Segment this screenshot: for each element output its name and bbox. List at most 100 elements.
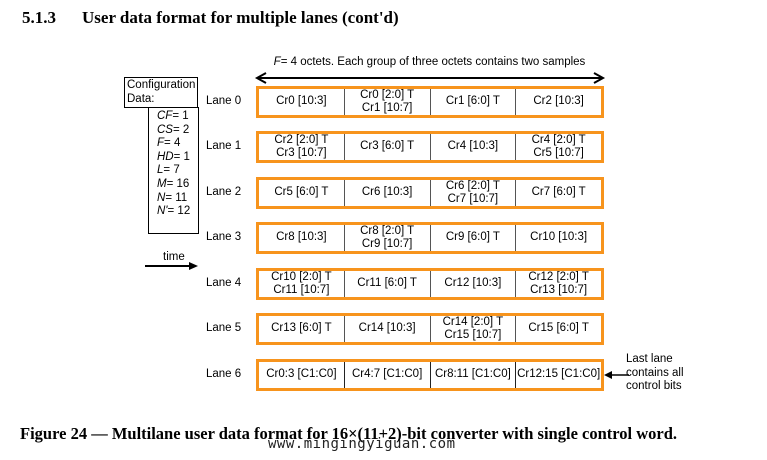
octet-line: Cr5 [10:7] xyxy=(533,147,584,159)
octet-param: F xyxy=(273,56,281,68)
time-label: time xyxy=(163,251,185,263)
config-param: CS= 2 xyxy=(157,123,190,136)
last-lane-note: Last lane contains all control bits xyxy=(626,353,684,392)
lane-label: Lane 3 xyxy=(206,231,242,243)
config-param: CF= 1 xyxy=(157,110,189,122)
octet-line: Cr11 [10:7] xyxy=(273,284,330,296)
octet-line: Cr0 [2:0] T xyxy=(360,88,415,101)
octet-line: Cr14 [10:3] xyxy=(358,322,416,335)
octet-cell: Cr3 [6:0] T xyxy=(345,134,431,160)
lane-label: Lane 4 xyxy=(206,277,242,289)
octet-line: Cr6 [10:3] xyxy=(361,186,413,199)
octet-line: Cr0:3 [C1:C0] xyxy=(266,368,337,381)
octet-cell: Cr8 [10:3] xyxy=(259,225,345,251)
octet-cell: Cr10 [10:3] xyxy=(516,225,601,251)
octet-cell: Cr4 [10:3] xyxy=(431,134,517,160)
octet-line: Cr14 [2:0] T xyxy=(442,315,504,328)
config-param: F= 4 xyxy=(157,137,181,150)
octet-line: Cr8:11 [C1:C0] xyxy=(434,368,511,381)
octet-line: Cr3 [10:7] xyxy=(276,147,327,159)
octet-cell: Cr0 [10:3] xyxy=(259,89,345,115)
octet-line: Cr11 [6:0] T xyxy=(357,277,417,290)
octet-span-text: = 4 octets. Each group of three octets c… xyxy=(280,56,586,68)
octet-cell: Cr12:15 [C1:C0] xyxy=(516,362,601,388)
octet-line: Cr9 [10:7] xyxy=(361,238,413,250)
octet-line: Cr13 [10:7] xyxy=(530,284,588,296)
octet-line: Cr1 [10:7] xyxy=(361,102,413,114)
lane-label: Lane 2 xyxy=(206,186,242,198)
octet-line: Cr15 [10:7] xyxy=(444,329,502,341)
config-param: N= 11 xyxy=(157,191,188,204)
octet-line: Cr13 [6:0] T xyxy=(271,322,332,335)
left-arrow-icon xyxy=(604,371,629,379)
config-param: N'= 12 xyxy=(157,205,191,218)
octet-line: Cr4 [10:3] xyxy=(447,140,499,153)
octet-cell: Cr2 [10:3] xyxy=(516,89,601,115)
section-title: User data format for multiple lanes (con… xyxy=(82,8,399,27)
octet-cell: Cr5 [6:0] T xyxy=(259,180,345,206)
octet-cell: Cr8:11 [C1:C0] xyxy=(431,362,517,388)
config-param: HD= 1 xyxy=(157,150,190,163)
octet-line: Cr8 [10:3] xyxy=(276,231,327,244)
watermark: www.mingingyiguan.com xyxy=(268,436,456,452)
octet-cell: Cr7 [6:0] T xyxy=(516,180,601,206)
octet-line: Cr15 [6:0] T xyxy=(528,322,589,335)
octet-line: Cr8 [2:0] T xyxy=(360,224,415,237)
octet-span-label: F= 4 octets. Each group of three octets … xyxy=(252,56,607,68)
octet-cell: Cr11 [6:0] T xyxy=(345,271,431,297)
figure-caption: Figure 24 — Multilane user data format f… xyxy=(20,424,678,443)
double-arrow-icon xyxy=(254,72,606,84)
octet-cell: Cr13 [6:0] T xyxy=(259,316,345,342)
octet-cell: Cr6 [10:3] xyxy=(345,180,431,206)
octet-line: Cr12 [2:0] T xyxy=(528,270,589,283)
time-arrow-icon xyxy=(145,262,198,270)
octet-line: Cr7 [6:0] T xyxy=(531,186,586,199)
octet-line: Cr10 [10:3] xyxy=(530,231,588,244)
octet-line: Cr2 [10:3] xyxy=(533,95,584,108)
octet-line: Cr2 [2:0] T xyxy=(274,133,329,146)
octet-line: Cr0 [10:3] xyxy=(276,95,327,108)
octet-line: Cr12:15 [C1:C0] xyxy=(517,368,601,381)
lane-label: Lane 0 xyxy=(206,95,242,107)
octet-cell: Cr4:7 [C1:C0] xyxy=(345,362,431,388)
configuration-params: CF= 1 CS= 2 F= 4 HD= 1 L= 7 M= 16 N= 11 … xyxy=(148,107,199,234)
octet-line: Cr10 [2:0] T xyxy=(271,270,332,283)
configuration-header: Configuration Data: xyxy=(124,77,198,108)
lane-6-octets: Cr0:3 [C1:C0] Cr4:7 [C1:C0] Cr8:11 [C1:C0]… xyxy=(256,359,604,391)
octet-cell: Cr1 [6:0] T xyxy=(431,89,517,115)
octet-line: Cr9 [6:0] T xyxy=(445,231,500,244)
octet-cell: Cr15 [6:0] T xyxy=(516,316,601,342)
octet-cell: Cr9 [6:0] T xyxy=(431,225,517,251)
octet-line: Cr4:7 [C1:C0] xyxy=(351,368,423,381)
octet-line: Cr7 [10:7] xyxy=(447,193,499,205)
config-param: L= 7 xyxy=(157,164,180,177)
octet-cell: Cr14 [10:3] xyxy=(345,316,431,342)
octet-line: Cr5 [6:0] T xyxy=(274,186,329,199)
octet-line: Cr6 [2:0] T xyxy=(445,179,500,192)
octet-line: Cr1 [6:0] T xyxy=(445,95,500,108)
lane-label: Lane 5 xyxy=(206,322,242,334)
octet-line: Cr3 [6:0] T xyxy=(360,140,415,153)
lane-label: Lane 6 xyxy=(206,368,242,380)
config-param: M= 16 xyxy=(157,177,190,190)
lane-label: Lane 1 xyxy=(206,140,242,152)
octet-cell: Cr12 [10:3] xyxy=(431,271,517,297)
section-number: 5.1.3 xyxy=(22,8,56,27)
octet-line: Cr4 [2:0] T xyxy=(531,133,586,146)
octet-cell: Cr0:3 [C1:C0] xyxy=(259,362,345,388)
octet-line: Cr12 [10:3] xyxy=(444,277,502,290)
